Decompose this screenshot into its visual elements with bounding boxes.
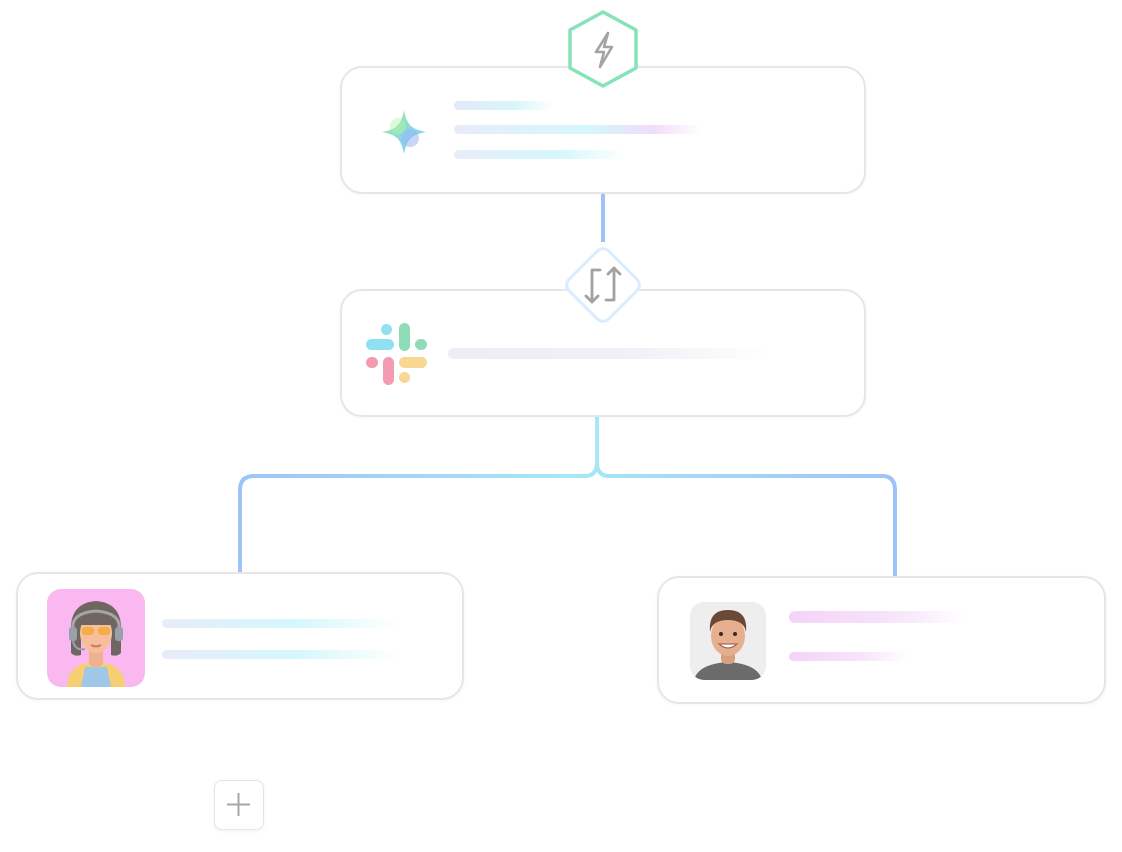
woman-with-headset-avatar xyxy=(47,589,145,687)
lightning-bolt-icon xyxy=(594,31,614,69)
assignee-card-right[interactable] xyxy=(657,576,1106,704)
branch-swap-icon xyxy=(584,266,622,304)
smiling-man-avatar xyxy=(690,602,766,680)
branch-node[interactable] xyxy=(556,238,650,332)
slack-step-card[interactable] xyxy=(340,289,866,417)
assignee-right-placeholder-line-2 xyxy=(789,652,909,661)
ai-sparkle-icon xyxy=(382,110,426,154)
assignee-right-placeholder-line-1 xyxy=(789,611,965,623)
ai-step-placeholder-line-3 xyxy=(454,150,626,159)
plus-icon xyxy=(227,793,250,816)
ai-step-placeholder-line-2 xyxy=(454,125,702,134)
assignee-left-placeholder-line-2 xyxy=(162,650,400,659)
assignee-card-left[interactable] xyxy=(16,572,464,700)
connector-branch-split xyxy=(238,461,897,576)
add-step-button[interactable] xyxy=(214,780,264,830)
assignee-left-placeholder-line-1 xyxy=(162,619,400,628)
slack-step-placeholder-line xyxy=(448,348,770,359)
trigger-node[interactable] xyxy=(567,9,639,89)
slack-logo-icon xyxy=(366,323,427,385)
ai-step-placeholder-line-1 xyxy=(454,101,554,110)
